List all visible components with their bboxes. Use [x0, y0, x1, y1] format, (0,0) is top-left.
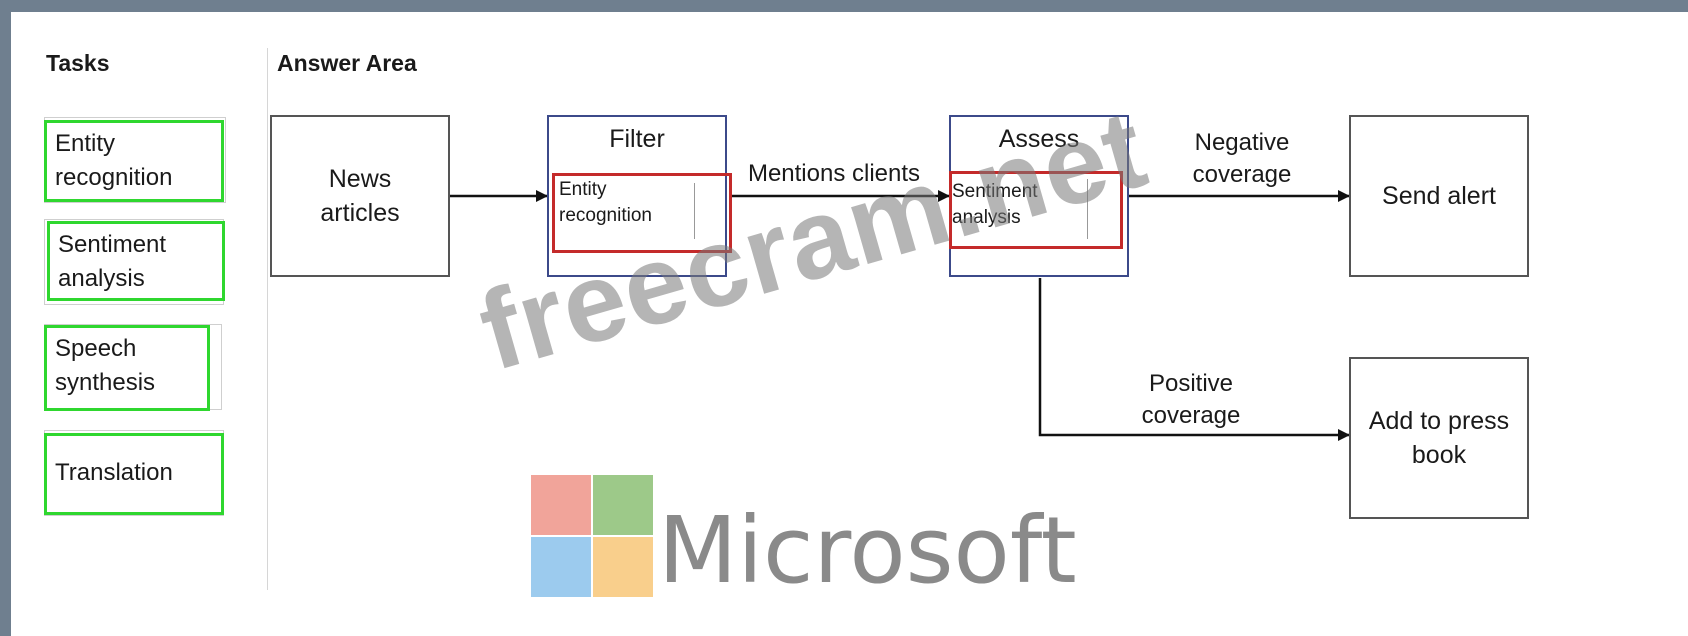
slot-label-line2: recognition [559, 205, 652, 226]
slot-separator [1087, 179, 1088, 239]
task-speech-synthesis[interactable]: Speech synthesis [44, 325, 210, 411]
edge-label-line2: coverage [1192, 161, 1292, 188]
node-label-line1: Add to press [1368, 407, 1510, 435]
slot-label-line1: Entity [559, 179, 607, 200]
news-articles-node: News articles [270, 115, 450, 277]
answer-area-heading: Answer Area [277, 50, 417, 76]
filter-answer-slot[interactable] [552, 173, 732, 253]
logo-blue-square [531, 537, 591, 597]
task-entity-recognition[interactable]: Entity recognition [44, 120, 224, 202]
send-alert-node: Send alert [1349, 115, 1529, 277]
microsoft-wordmark: Microsoft [658, 497, 1077, 604]
task-label-line2: synthesis [55, 369, 156, 396]
edge-label-negative-coverage: Negative coverage [1174, 127, 1310, 191]
edge-label-mentions-clients: Mentions clients [747, 160, 921, 187]
slot-separator [694, 183, 695, 239]
task-label-line2: analysis [58, 265, 145, 292]
filter-slot-text: Entity recognition [559, 177, 652, 229]
logo-yellow-square [593, 537, 653, 597]
node-label-line2: book [1411, 441, 1467, 469]
slot-label-line1: Sentiment [952, 181, 1038, 202]
edge-label-positive-coverage: Positive coverage [1121, 368, 1261, 432]
edge-label-line1: Positive [1148, 370, 1234, 397]
task-label-line1: Sentiment [58, 231, 167, 258]
task-sentiment-analysis[interactable]: Sentiment analysis [47, 221, 225, 301]
task-translation[interactable]: Translation [44, 433, 224, 515]
assess-node: Assess [949, 115, 1129, 277]
panel-divider [267, 48, 268, 590]
diagram-canvas: Tasks Entity recognition Sentiment analy… [11, 12, 1688, 636]
edge-label-line2: coverage [1141, 402, 1241, 429]
assess-slot-text: Sentiment analysis [952, 179, 1038, 231]
task-label-line1: Translation [55, 459, 173, 486]
press-book-node: Add to press book [1349, 357, 1529, 519]
edge-label-line1: Negative [1194, 129, 1290, 156]
node-label-line2: articles [320, 199, 400, 227]
assess-title: Assess [998, 125, 1080, 153]
assess-answer-slot[interactable] [949, 171, 1123, 249]
tasks-heading: Tasks [46, 50, 110, 76]
node-label: Send alert [1382, 182, 1496, 210]
slot-label-line2: analysis [952, 207, 1021, 228]
task-label-line1: Entity [55, 130, 116, 157]
arrow-assess-to-pressbook [1038, 278, 1350, 441]
filter-title: Filter [609, 125, 665, 153]
task-label-line2: recognition [55, 164, 173, 191]
task-label-line1: Speech [55, 335, 137, 362]
connector-arrows [450, 190, 1350, 441]
node-label-line1: News [328, 165, 392, 193]
logo-green-square [593, 475, 653, 535]
logo-red-square [531, 475, 591, 535]
